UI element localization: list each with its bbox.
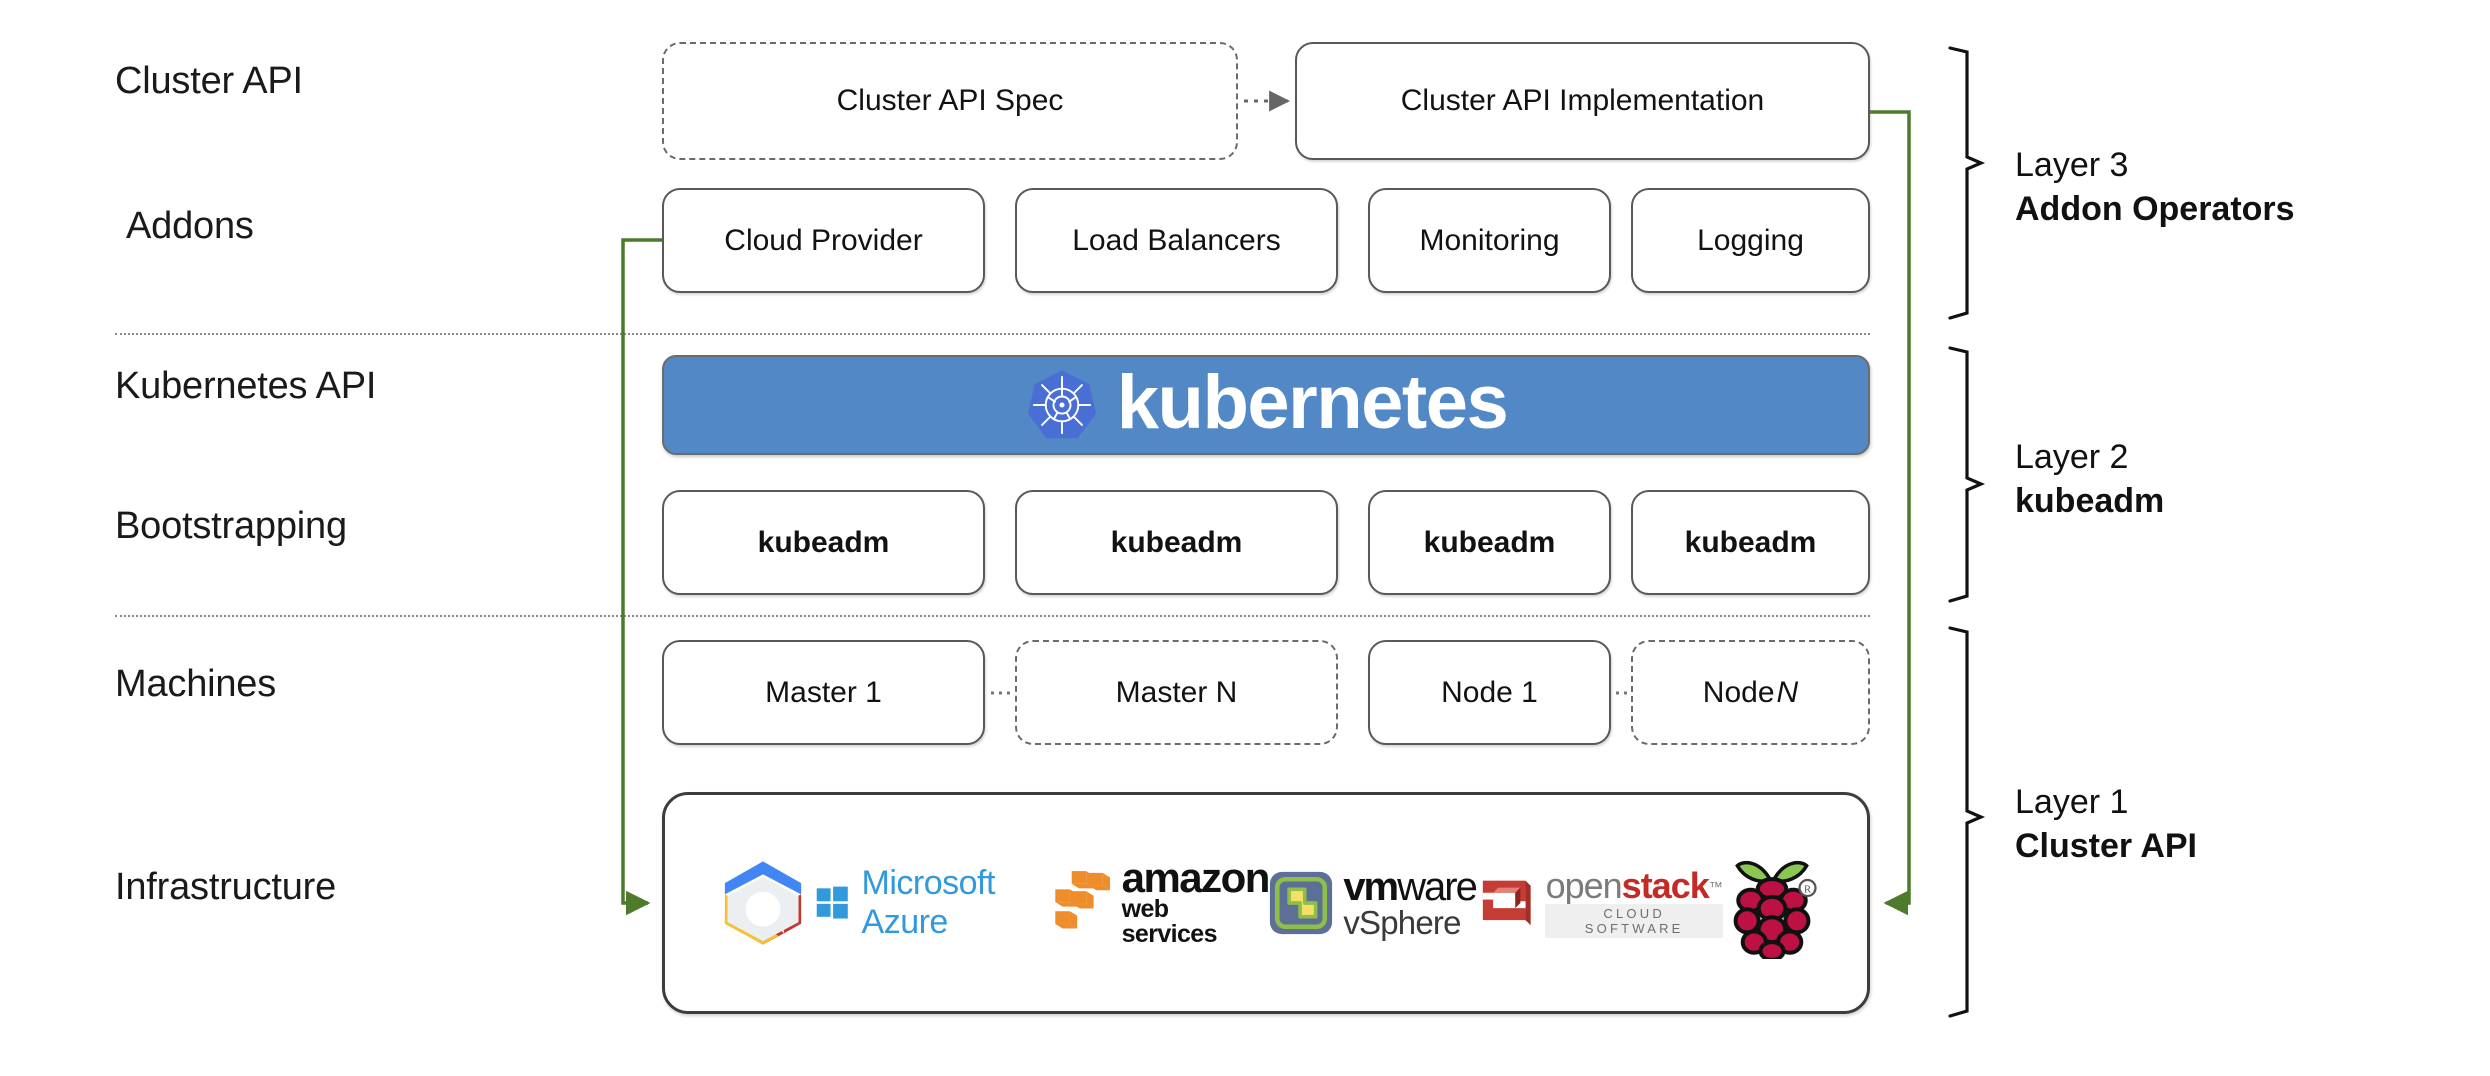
cluster-api-impl-to-infrastructure-route	[1870, 110, 1911, 916]
bootstrap-box-kubeadm-2[interactable]: kubeadm	[1015, 490, 1338, 595]
machine-box-node-1[interactable]: Node 1	[1368, 640, 1611, 745]
web-services-wordmark: web services	[1121, 894, 1218, 948]
amazon-web-services-logo: amazon web services	[1048, 854, 1271, 948]
row-label-infrastructure: Infrastructure	[115, 866, 337, 908]
layer-1-number: Layer 1	[2015, 783, 2129, 821]
openstack-wordmark-open: open	[1545, 865, 1623, 906]
bootstrap-box-kubeadm-1[interactable]: kubeadm	[662, 490, 985, 595]
vmware-wordmark-bold: vm	[1343, 864, 1399, 909]
layer-1-brace	[1948, 626, 1986, 1018]
machine-box-master-n[interactable]: Master N	[1015, 640, 1338, 745]
row-label-addons: Addons	[126, 205, 254, 247]
layer-2-brace	[1948, 346, 1986, 603]
layer-3-caption: Layer 3 Addon Operators	[2015, 143, 2295, 231]
bootstrap-box-kubeadm-3[interactable]: kubeadm	[1368, 490, 1611, 595]
row-label-bootstrapping: Bootstrapping	[115, 505, 347, 547]
addon-box-cloud-provider[interactable]: Cloud Provider	[662, 188, 985, 293]
layer-1-name: Cluster API	[2015, 827, 2198, 866]
kubernetes-wordmark: kubernetes	[1116, 360, 1509, 445]
machine-box-master-1[interactable]: Master 1	[662, 640, 985, 745]
layer-3-number: Layer 3	[2015, 146, 2129, 184]
kubernetes-helm-icon	[1025, 368, 1099, 442]
bootstrap-box-kubeadm-4[interactable]: kubeadm	[1631, 490, 1870, 595]
addon-box-logging[interactable]: Logging	[1631, 188, 1870, 293]
row-label-cluster-api: Cluster API	[115, 60, 303, 102]
raspberry-pi-logo: R	[1723, 848, 1821, 959]
openstack-wordmark-stack: stack	[1621, 865, 1710, 906]
layer-3-brace	[1948, 46, 1986, 320]
layer-2-number: Layer 2	[2015, 438, 2129, 476]
machine-box-node-n-index: N	[1776, 675, 1799, 709]
separator-layer2-layer1	[115, 615, 1870, 617]
infrastructure-panel[interactable]: Microsoft Azure amazon	[662, 792, 1870, 1014]
amazon-wordmark: amazon	[1121, 854, 1271, 902]
kubernetes-api-banner[interactable]: kubernetes	[662, 355, 1870, 455]
google-cloud-logo	[711, 851, 815, 955]
microsoft-azure-logo: Microsoft Azure	[815, 864, 1048, 942]
addon-box-load-balancers[interactable]: Load Balancers	[1015, 188, 1338, 293]
layer-1-caption: Layer 1 Cluster API	[2015, 780, 2197, 868]
cloud-provider-to-infrastructure-route	[621, 238, 662, 916]
vmware-vsphere-logo: vmware vSphere	[1269, 864, 1478, 941]
addon-box-monitoring[interactable]: Monitoring	[1368, 188, 1611, 293]
row-label-kubernetes-api: Kubernetes API	[115, 365, 377, 407]
vmware-wordmark: vmware	[1343, 864, 1478, 909]
microsoft-azure-wordmark: Microsoft Azure	[861, 864, 996, 941]
machine-box-node-n-label: Node	[1702, 675, 1775, 709]
row-label-machines: Machines	[115, 663, 277, 705]
svg-text:R: R	[1804, 884, 1812, 895]
openstack-tagline: CLOUD SOFTWARE	[1545, 904, 1723, 938]
openstack-wordmark: openstack™	[1545, 865, 1723, 906]
cluster-api-implementation-box[interactable]: Cluster API Implementation	[1295, 42, 1870, 160]
vsphere-wordmark: vSphere	[1343, 903, 1461, 941]
separator-layer3-layer2	[115, 333, 1870, 335]
vmware-wordmark-light: ware	[1397, 864, 1478, 909]
openstack-logo: openstack™ CLOUD SOFTWARE	[1476, 868, 1723, 938]
machine-box-node-n[interactable]: Node N	[1631, 640, 1870, 745]
layer-2-name: kubeadm	[2015, 482, 2165, 521]
cluster-api-spec-box[interactable]: Cluster API Spec	[662, 42, 1238, 160]
layer-3-name: Addon Operators	[2015, 190, 2295, 229]
layer-2-caption: Layer 2 kubeadm	[2015, 435, 2164, 523]
